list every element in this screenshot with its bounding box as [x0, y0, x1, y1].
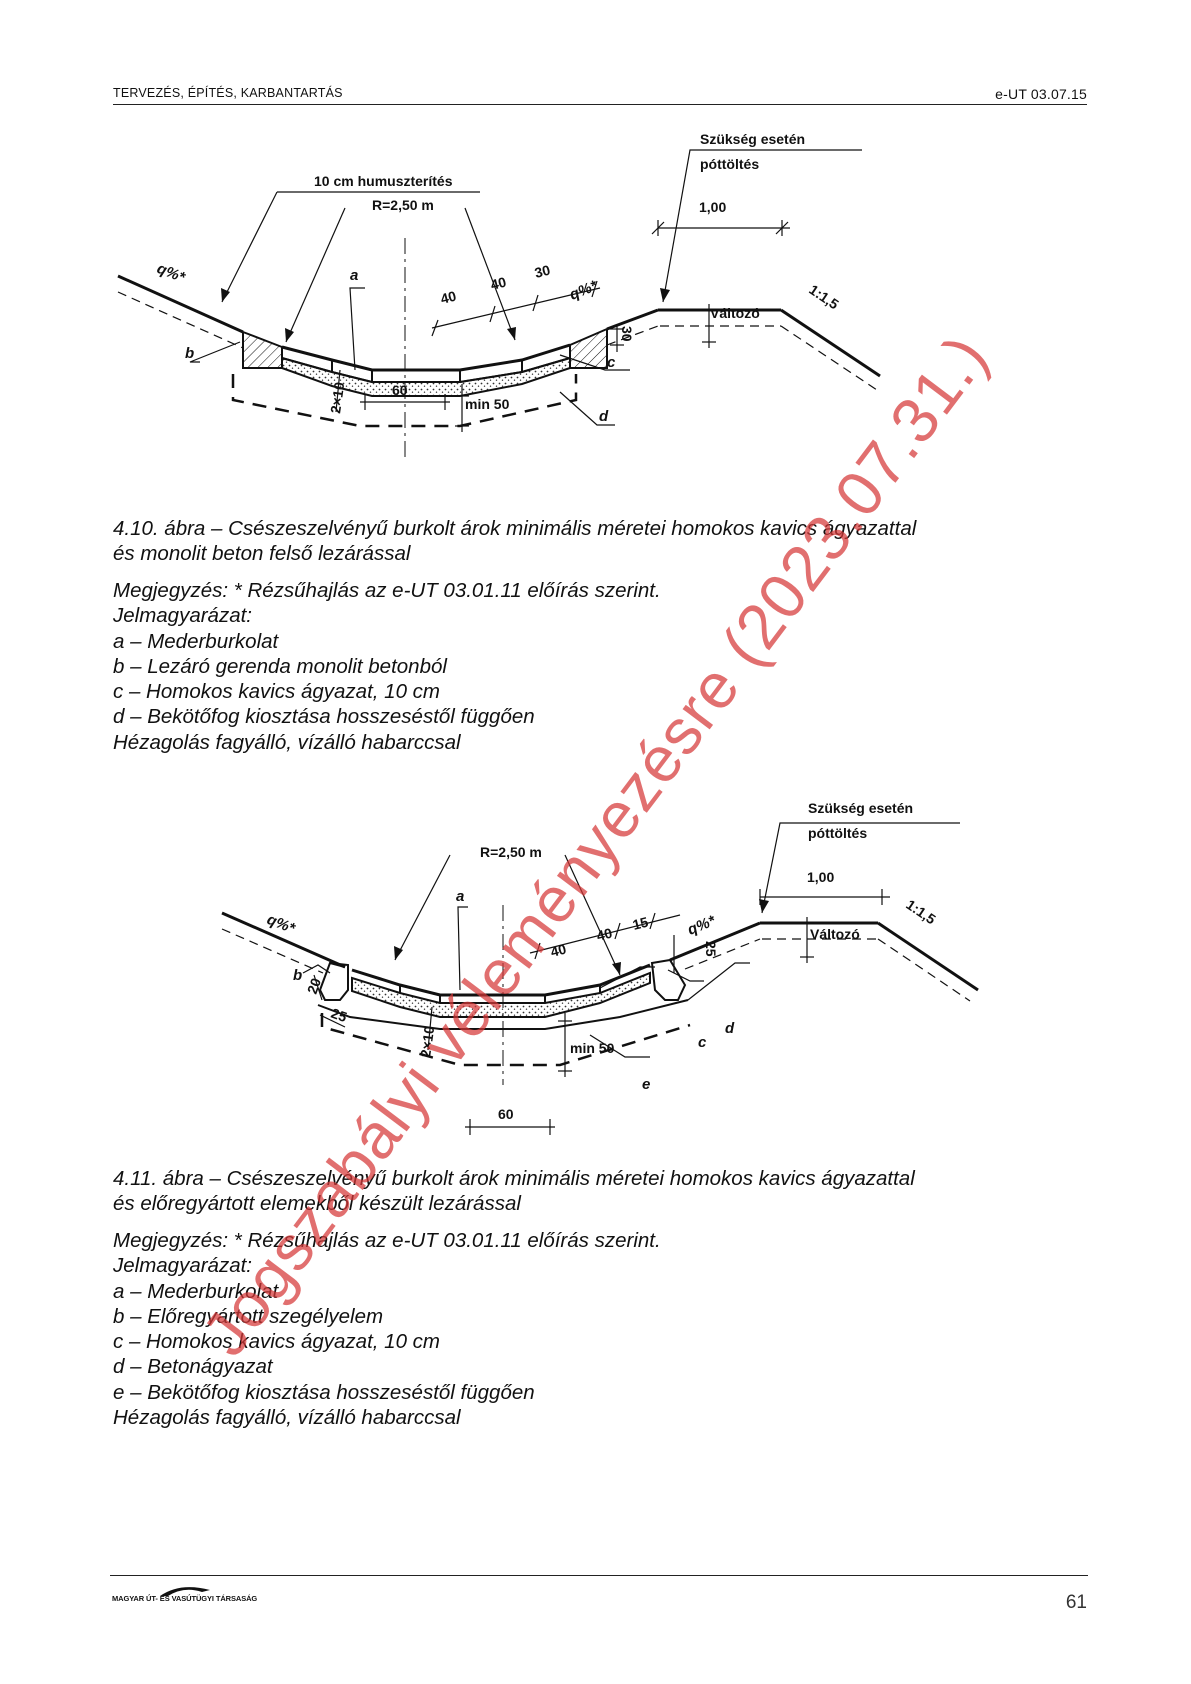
- label-dim-30: 30: [533, 262, 552, 281]
- legend-item: e – Bekötőfog kiosztása hosszeséstől füg…: [113, 1380, 535, 1404]
- note-line: Hézagolás fagyálló, vízálló habarccsal: [113, 730, 461, 754]
- kerb-element-right: [650, 958, 687, 1001]
- figure-notes: Megjegyzés: * Rézsűhajlás az e-UT 03.01.…: [113, 578, 1013, 755]
- label-d: d: [725, 1020, 735, 1037]
- caption-line: 4.11. ábra – Csészeszelvényű burkolt áro…: [113, 1167, 915, 1190]
- figure-4-11: R=2,50 m Szükség esetén póttöltés 1,00 q…: [0, 795, 1191, 1155]
- label-dim-60: 60: [498, 1106, 514, 1122]
- label-min50: min 50: [465, 396, 510, 412]
- note-line: Megjegyzés: * Rézsűhajlás az e-UT 03.01.…: [113, 579, 661, 602]
- label-c: c: [607, 354, 616, 371]
- association-logo-text: MAGYAR ÚT- ÉS VASÚTÜGYI TÁRSASÁG: [112, 1594, 258, 1603]
- legend-item: b – Előregyártott szegélyelem: [113, 1304, 384, 1328]
- kerb-element-left: [318, 961, 349, 1001]
- label-szukseg: Szükség esetén: [808, 800, 913, 816]
- label-c: c: [698, 1034, 707, 1051]
- lining-surface: [281, 343, 571, 372]
- label-b: b: [293, 967, 302, 984]
- legend-item: d – Bekötőfog kiosztása hosszeséstől füg…: [113, 705, 535, 729]
- figure-4-10: 10 cm humuszterítés R=2,50 m Szükség ese…: [0, 130, 1191, 475]
- running-header-title: TERVEZÉS, ÉPÍTÉS, KARBANTARTÁS: [113, 86, 343, 100]
- legend-item: c – Homokos kavics ágyazat, 10 cm: [113, 680, 440, 704]
- label-dim-30v: 30: [619, 326, 635, 342]
- subgrade-line-left: [117, 291, 244, 349]
- label-a: a: [456, 888, 464, 905]
- label-q-left: q%*: [155, 260, 189, 287]
- label-radius: R=2,50 m: [480, 844, 542, 860]
- connecting-tooth: [231, 374, 578, 428]
- label-q-right: q%*: [567, 277, 601, 304]
- embankment-slope: [877, 921, 979, 992]
- ground-line-right: [669, 921, 761, 962]
- legend-item: b – Lezáró gerenda monolit betonból: [113, 654, 447, 678]
- label-dim-15: 15: [631, 914, 650, 933]
- closing-beam-left: [242, 330, 283, 369]
- label-radius: R=2,50 m: [372, 197, 434, 213]
- legend-item: d – Betonágyazat: [113, 1355, 273, 1379]
- header-rule: [113, 104, 1087, 105]
- caption-line: 4.10. ábra – Csészeszelvényű burkolt áro…: [113, 517, 917, 540]
- label-min50: min 50: [570, 1040, 615, 1056]
- legend-item: a – Mederburkolat: [113, 629, 279, 653]
- ground-line-left: [221, 911, 346, 969]
- label-q-right: q%*: [685, 912, 719, 939]
- logo-arc-icon: [160, 1587, 210, 1596]
- legend-item: a – Mederburkolat: [113, 1279, 279, 1303]
- label-2x10: 2×10: [327, 381, 347, 415]
- note-line: Megjegyzés: * Rézsűhajlás az e-UT 03.01.…: [113, 1229, 661, 1252]
- ground-line-left: [117, 274, 244, 334]
- gravel-bed: [281, 356, 571, 397]
- label-dim-40b: 40: [489, 274, 508, 293]
- label-dim-60: 60: [392, 382, 408, 398]
- concrete-bed: [317, 999, 689, 1030]
- label-dim-25-right: 25: [703, 941, 719, 957]
- label-dim-20: 20: [304, 976, 324, 996]
- figure-caption: 4.10. ábra – Csészeszelvényű burkolt áro…: [113, 516, 1073, 566]
- closing-beam-right: [569, 327, 608, 369]
- lining-surface: [351, 963, 651, 997]
- label-d: d: [599, 408, 609, 425]
- figure-caption: 4.11. ábra – Csészeszelvényű burkolt áro…: [113, 1166, 1073, 1216]
- label-pottoltes: póttöltés: [808, 825, 867, 841]
- footer-rule: [110, 1575, 1088, 1576]
- label-a: a: [350, 267, 358, 284]
- label-dim-25-left: 25: [329, 1005, 349, 1025]
- figure-4-10-drawing: 10 cm humuszterítés R=2,50 m Szükség ese…: [117, 131, 881, 460]
- label-valtozo: Változó: [810, 926, 860, 942]
- connecting-tooth: [320, 1013, 691, 1067]
- label-szukseg: Szükség esetén: [700, 131, 805, 147]
- label-pottoltes: póttöltés: [700, 156, 759, 172]
- ground-line-right: [606, 308, 659, 331]
- legend-item: c – Homokos kavics ágyazat, 10 cm: [113, 1330, 440, 1354]
- figure-4-11-drawing: R=2,50 m Szükség esetén póttöltés 1,00 q…: [221, 800, 979, 1135]
- label-dim-40a: 40: [439, 288, 458, 307]
- page-number: 61: [1065, 1592, 1087, 1613]
- label-width: 1,00: [699, 199, 726, 215]
- label-dim-40b: 40: [595, 925, 614, 944]
- note-line: Hézagolás fagyálló, vízálló habarccsal: [113, 1406, 461, 1430]
- label-slope: 1:1,5: [903, 896, 939, 927]
- label-valtozo: Változó: [710, 305, 760, 321]
- caption-line: és előregyártott elemekből készült lezár…: [113, 1192, 521, 1215]
- figure-notes: Megjegyzés: * Rézsűhajlás az e-UT 03.01.…: [113, 1228, 1013, 1430]
- association-logo: [160, 1587, 210, 1596]
- document-code: e-UT 03.07.15: [995, 86, 1087, 102]
- note-line: Jelmagyarázat:: [113, 1254, 253, 1278]
- label-b: b: [185, 345, 194, 362]
- label-dim-40a: 40: [549, 941, 568, 960]
- label-e: e: [642, 1076, 650, 1093]
- label-2x10: 2×10: [417, 1025, 437, 1059]
- note-line: Jelmagyarázat:: [113, 604, 253, 628]
- label-humusz: 10 cm humuszterítés: [314, 173, 453, 189]
- embankment-slope: [780, 308, 881, 378]
- caption-line: és monolit beton felső lezárással: [113, 542, 411, 565]
- label-slope: 1:1,5: [806, 281, 842, 312]
- label-width: 1,00: [807, 869, 834, 885]
